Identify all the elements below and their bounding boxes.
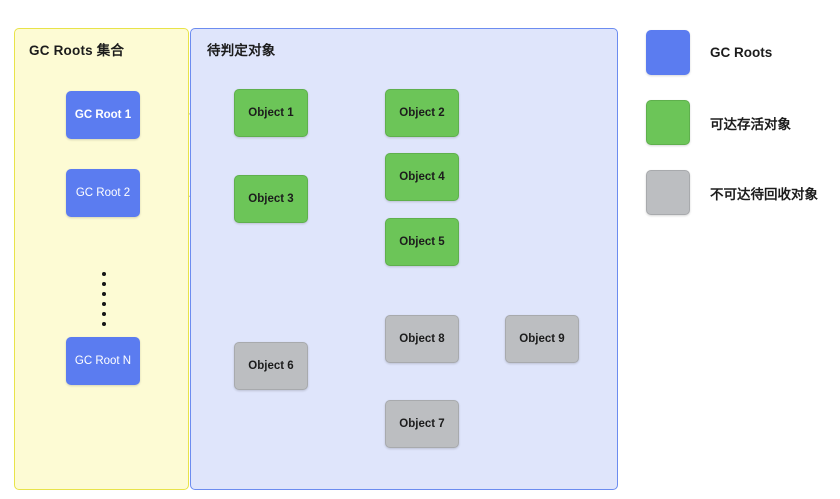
legend-item-reachable: 可达存活对象 (646, 100, 791, 145)
node-object-2-label: Object 2 (399, 107, 445, 119)
legend-swatch-unreachable (646, 170, 690, 215)
dot (101, 282, 106, 286)
node-object-1[interactable]: Object 1 (234, 89, 308, 137)
node-object-9[interactable]: Object 9 (505, 315, 579, 363)
legend-label-gc-roots: GC Roots (710, 45, 773, 60)
panel-gc-roots-title: GC Roots 集合 (29, 43, 125, 58)
node-object-5[interactable]: Object 5 (385, 218, 459, 266)
node-object-3[interactable]: Object 3 (234, 175, 308, 223)
panel-candidate-objects-title: 待判定对象 (207, 43, 276, 58)
legend-label-reachable: 可达存活对象 (710, 116, 791, 132)
node-object-2[interactable]: Object 2 (385, 89, 459, 137)
node-gc-root-n-label: GC Root N (74, 355, 132, 367)
node-object-9-label: Object 9 (519, 333, 565, 345)
dot (101, 302, 106, 306)
legend-item-gc-roots: GC Roots (646, 30, 772, 75)
node-gc-root-2[interactable]: GC Root 2 (66, 169, 140, 217)
ellipsis-dots (99, 272, 108, 326)
node-gc-root-2-label: GC Root 2 (75, 187, 131, 199)
legend-swatch-gc-roots (646, 30, 690, 75)
node-object-8[interactable]: Object 8 (385, 315, 459, 363)
node-object-4-label: Object 4 (399, 171, 445, 183)
node-gc-root-1[interactable]: GC Root 1 (66, 91, 140, 139)
dot (101, 292, 106, 296)
legend-label-unreachable: 不可达待回收对象 (710, 186, 818, 202)
node-object-3-label: Object 3 (248, 193, 294, 205)
node-object-4[interactable]: Object 4 (385, 153, 459, 201)
dot (101, 322, 106, 326)
legend-swatch-reachable (646, 100, 690, 145)
node-gc-root-n[interactable]: GC Root N (66, 337, 140, 385)
node-gc-root-1-label: GC Root 1 (74, 109, 132, 121)
node-object-5-label: Object 5 (399, 236, 445, 248)
node-object-6-label: Object 6 (248, 360, 294, 372)
node-object-1-label: Object 1 (248, 107, 294, 119)
legend-item-unreachable: 不可达待回收对象 (646, 170, 818, 215)
node-object-7[interactable]: Object 7 (385, 400, 459, 448)
node-object-8-label: Object 8 (399, 333, 445, 345)
dot (101, 272, 106, 276)
node-object-7-label: Object 7 (399, 418, 445, 430)
dot (101, 312, 106, 316)
node-object-6[interactable]: Object 6 (234, 342, 308, 390)
